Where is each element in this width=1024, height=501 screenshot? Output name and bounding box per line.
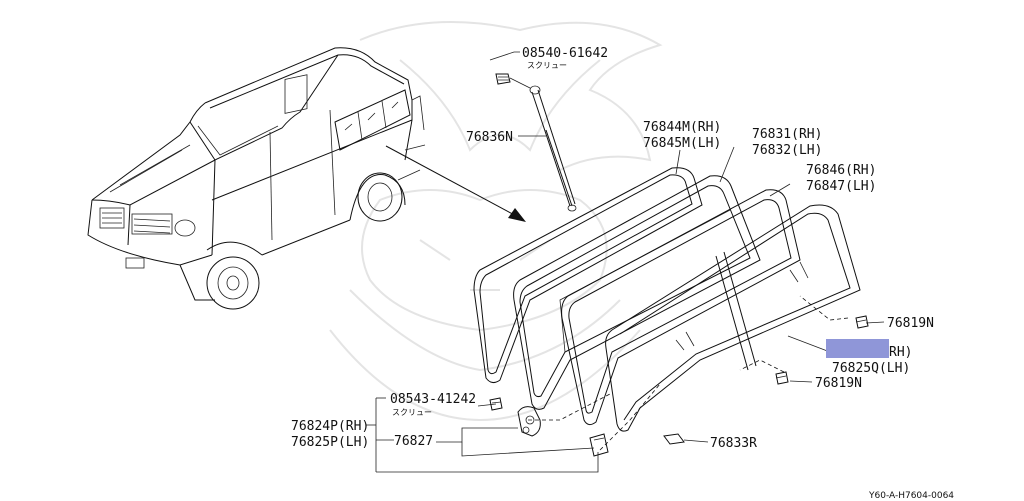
label-weatherstrip-rh: 76844M(RH): [643, 120, 721, 135]
screw-top-icon: [495, 73, 511, 85]
label-assembly-lh: 76825P(LH): [291, 435, 369, 450]
diagram-code: Y60-A-H7604-0064: [868, 491, 954, 501]
frame-outer-outline: [513, 175, 761, 410]
watermark-emblem: [329, 21, 663, 422]
hinge-bracket-icon: [517, 406, 541, 437]
label-frame-inner-rh: 76846(RH): [806, 163, 876, 178]
label-seal: 76833R: [710, 436, 757, 451]
assembly-bracket: [366, 397, 599, 473]
label-frame-inner-lh: 76847(LH): [806, 179, 876, 194]
label-screw-top-note: スクリュー: [527, 61, 567, 70]
vehicle-illustration: [87, 47, 426, 310]
label-assembly-rh: 76824P(RH): [291, 419, 369, 434]
label-frame-outer-rh: 76831(RH): [752, 127, 822, 142]
weatherstrip-inner: [479, 174, 693, 375]
label-clip-lower: 76819N: [815, 376, 862, 391]
screw-bottom-icon: [489, 397, 503, 411]
leader-lines: [477, 51, 885, 451]
glass-divider: [715, 255, 749, 371]
label-weatherstrip-lh: 76845M(LH): [643, 136, 721, 151]
pointer-arrow: [385, 145, 526, 222]
stay-strut: [509, 77, 577, 212]
frame-inner-inner: [568, 199, 792, 414]
clip-upper-icon: [855, 315, 869, 329]
label-frame-outer-lh: 76832(LH): [752, 143, 822, 158]
weatherstrip-outline: [473, 167, 703, 384]
clip-lower-icon: [775, 371, 789, 385]
seal-pad-icon: [663, 433, 685, 445]
frame-outer-inner: [519, 185, 751, 398]
redaction-box: [826, 339, 889, 358]
glass-panel-edge: [619, 212, 851, 421]
label-screw-top: 08540-61642: [522, 46, 608, 61]
frame-inner-outline: [561, 189, 801, 426]
glass-panel: [605, 204, 861, 432]
label-hinge: 76827: [394, 434, 433, 449]
latch-block-icon: [589, 433, 609, 457]
label-screw-bottom: 08543-41242: [390, 392, 476, 407]
label-clip-upper: 76819N: [887, 316, 934, 331]
label-glass-rh-suffix: RH): [889, 345, 912, 360]
label-screw-bottom-note: スクリュー: [392, 408, 432, 417]
label-stay: 76836N: [466, 130, 513, 145]
label-glass-lh: 76825Q(LH): [832, 361, 910, 376]
